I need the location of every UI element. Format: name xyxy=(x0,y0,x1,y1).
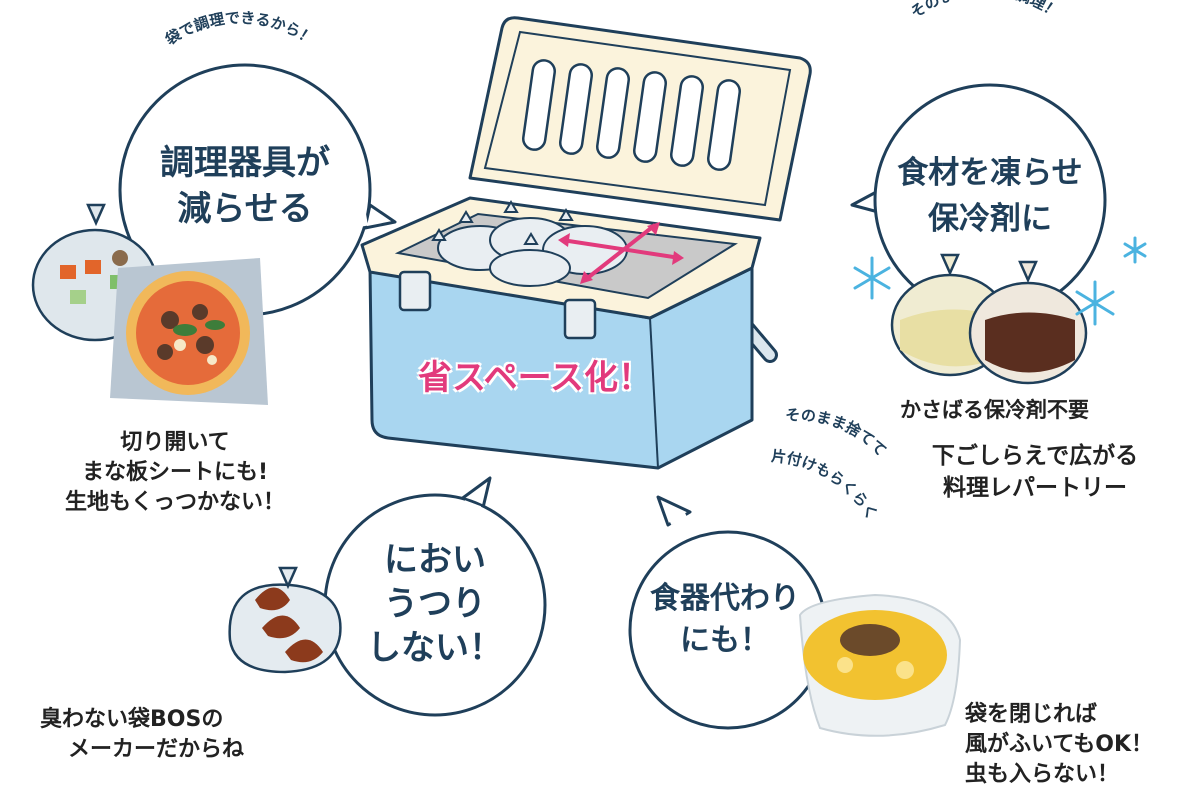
caption-repertoire: 下ごしらえで広がる 料理レパートリー xyxy=(905,440,1165,504)
bubble-line: しない！ xyxy=(367,628,503,668)
bubble-line: 調理器具が xyxy=(160,143,330,183)
arc-text-top-right: そのまま解凍・調理！ xyxy=(907,0,1063,22)
caption-line: 虫も入らない！ xyxy=(965,762,1120,787)
bubble-line: 食材を凍らせ xyxy=(897,155,1083,191)
caption-line: 風がふいてもOK！ xyxy=(965,732,1153,757)
caption-icepack: かさばる保冷剤不要 xyxy=(900,398,1089,422)
caption-line: 臭わない袋BOSの xyxy=(40,707,224,732)
arc-text-bottom-right-2: 片付けもらくらく xyxy=(770,447,881,523)
bubble-bottom-center xyxy=(323,476,547,717)
bubble-line: 保冷剤に xyxy=(928,201,1052,237)
bubble-line: 食器代わり xyxy=(650,581,800,616)
snowflake-icon xyxy=(853,236,1147,326)
caption-line: 生地もくっつかない！ xyxy=(64,490,285,515)
frozen-bags-image xyxy=(890,253,1088,385)
bubble-line: うつり xyxy=(384,584,486,624)
bubble-line: 減らせる xyxy=(177,189,313,229)
caption-bos: 臭わない袋BOSの メーカーだからね xyxy=(40,705,244,765)
bubble-line: におい xyxy=(384,540,486,580)
caption-pizza: 切り開いて まな板シートにも! 生地もくっつかない！ xyxy=(30,428,320,518)
space-arrows xyxy=(558,222,684,284)
pizza-image xyxy=(110,258,268,405)
shrimp-bag-image xyxy=(228,566,342,674)
bubble-title-bottom-right: 食器代わり にも！ xyxy=(640,578,810,662)
bubble-title-top-left: 調理器具が 減らせる xyxy=(140,140,350,232)
caption-wind: 袋を閉じれば 風がふいてもOK！ 虫も入らない！ xyxy=(965,700,1153,790)
caption-line: 下ごしらえで広がる xyxy=(931,443,1139,469)
bubble-line: にも！ xyxy=(680,623,770,658)
bubble-title-top-right: 食材を凍らせ 保冷剤に xyxy=(890,150,1090,242)
bubble-title-bottom-center: におい うつり しない！ xyxy=(340,538,530,670)
cooler-box xyxy=(360,16,812,470)
rice-bowl-image xyxy=(798,593,962,737)
caption-line: 袋を閉じれば xyxy=(965,702,1098,727)
cooler-lid xyxy=(468,16,812,222)
caption-line: まな板シートにも! xyxy=(81,460,269,485)
cooler-label: 省スペース化！ xyxy=(418,358,652,398)
arc-text-top-left: 袋で調理できるから！ xyxy=(161,9,317,50)
caption-line: 切り開いて xyxy=(120,430,230,455)
caption-line: 料理レパートリー xyxy=(943,475,1127,501)
caption-line: メーカーだからね xyxy=(68,737,245,762)
